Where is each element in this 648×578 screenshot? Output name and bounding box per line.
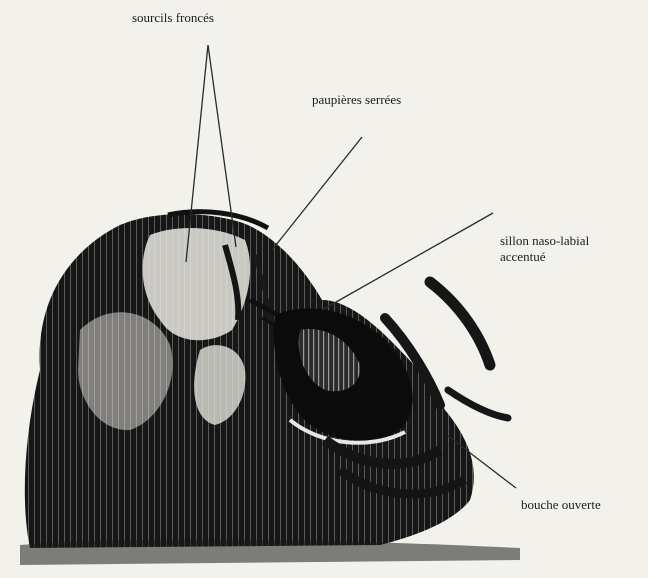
label-sillon-naso-labial: sillon naso-labial accentué <box>500 233 640 265</box>
label-sourcils-fronces: sourcils froncés <box>132 10 214 26</box>
label-sillon-line2: accentué <box>500 249 640 265</box>
leader-line-sillon <box>322 213 493 310</box>
label-bouche-ouverte: bouche ouverte <box>521 497 601 513</box>
leader-line-paupieres <box>272 137 362 250</box>
hand-stroke <box>430 282 490 365</box>
label-paupieres-serrees: paupières serrées <box>312 92 401 108</box>
base-shadow <box>20 539 520 565</box>
label-sillon-line1: sillon naso-labial <box>500 233 640 249</box>
hand-stroke <box>448 390 508 418</box>
